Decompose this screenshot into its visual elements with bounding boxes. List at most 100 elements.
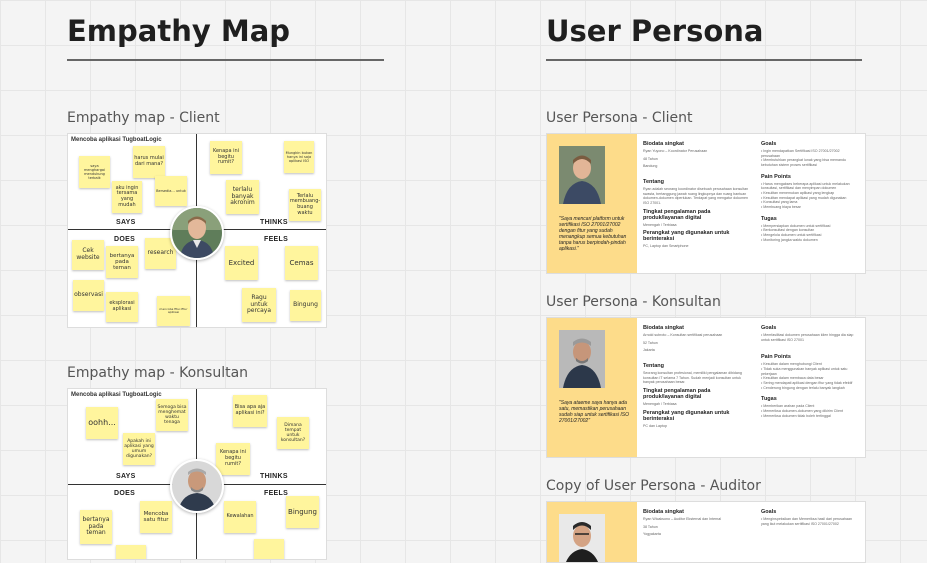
sticky-note[interactable]: Bingung (286, 496, 319, 528)
persona-photo (559, 146, 605, 204)
sticky-note[interactable]: research (145, 238, 176, 269)
persona-bio-column: Biodata singkat Ryan Wicaksono – Auditor… (637, 502, 755, 562)
empathy-map-divider (67, 59, 384, 61)
sticky-note[interactable]: oohh... (86, 407, 118, 439)
persona-sidebar (547, 502, 637, 562)
persona-konsultan-label: User Persona - Konsultan (546, 294, 721, 310)
sticky-note[interactable]: bertanya pada teman (106, 246, 138, 278)
label-feels: FEELS (264, 490, 289, 497)
device-heading: Perangkat yang digunakan untuk berintera… (643, 230, 730, 243)
persona-bio-column: Biodata singkat Ryan Yuyono – Koordinato… (637, 134, 755, 273)
experience-text: Menengah / Terbiasa (643, 402, 677, 407)
bio-heading: Biodata singkat (643, 325, 684, 331)
task-item: Berkonsultasi dengan konsultan (761, 228, 859, 233)
label-feels: FEELS (264, 236, 289, 243)
empathy-map-konsultan-label: Empathy map - Konsultan (67, 365, 249, 381)
sticky-note[interactable]: Dimana tempat untuk konsultan? (277, 417, 309, 449)
bio-heading: Biodata singkat (643, 509, 684, 515)
sticky-note[interactable]: aku ingin tersama yang mudah (112, 181, 142, 213)
about-heading: Tentang (643, 179, 664, 186)
sticky-note[interactable]: Bingung (290, 290, 321, 321)
bio-name: Ryan Yuyono – Koordinator Perusahaan (643, 149, 708, 153)
task-item: Mempersiapkan dokumen untuk sertifikasi (761, 224, 859, 229)
about-text: Seorang konsultan profesional, memiliki … (643, 371, 742, 385)
about-text: Ryan adalah seorang koordinator disebuah… (643, 187, 749, 206)
sticky-note[interactable]: terlalu banyak akronim (226, 180, 259, 214)
persona-card-konsultan[interactable]: "Saya ataeme saya hanya ada satu, memast… (546, 317, 866, 458)
pain-heading: Pain Points (761, 173, 791, 180)
empathy-map-client-label: Empathy map - Client (67, 110, 220, 126)
empathy-board-konsultan[interactable]: Mencoba aplikasi TugboatLogic SAYS THINK… (67, 388, 327, 560)
sticky-note[interactable]: Kenapa ini begitu rumit? (210, 141, 242, 174)
bio-age: 52 Tahun (643, 340, 658, 345)
sticky-note[interactable]: Mencoba satu fitur (140, 501, 172, 533)
persona-quote: "Saya mencari platform untuk sertifikasi… (559, 216, 627, 252)
sticky-note[interactable]: Cemas (285, 246, 318, 280)
tasks-heading: Tugas (761, 215, 777, 222)
sticky-note[interactable]: observasi (73, 280, 104, 311)
goal-item: Membutuhkan perangkat lunak yang bisa me… (761, 158, 859, 167)
experience-heading: Tingkat pengalaman pada produk/layanan d… (643, 388, 711, 401)
persona-card-client[interactable]: "Saya mencari platform untuk sertifikasi… (546, 133, 866, 274)
persona-photo (559, 330, 605, 388)
bio-age: 38 Tahun (643, 524, 658, 529)
empathy-map-heading: Empathy Map (67, 14, 291, 48)
bio-city: Yogyakarta (643, 532, 661, 537)
device-heading: Perangkat yang digunakan untuk berintera… (643, 409, 730, 422)
label-does: DOES (114, 490, 136, 497)
sticky-note[interactable]: harus mulai dari mana? (133, 146, 165, 178)
sticky-note[interactable]: Kenapa ini begitu rumit? (216, 443, 250, 475)
sticky-note[interactable]: Excited (225, 246, 258, 280)
sticky-note[interactable] (254, 539, 284, 559)
goal-item: Memfasilitasi dokumen perusahaan klien h… (761, 333, 859, 342)
sticky-note[interactable]: Terlalu membuang-buang waktu (289, 189, 321, 221)
experience-heading: Tingkat pengalaman pada produk/layanan d… (643, 208, 711, 221)
sticky-note[interactable]: Kewalahan (224, 501, 256, 533)
sticky-note[interactable]: Bisa apa aja aplikasi ini? (233, 395, 267, 427)
goals-heading: Goals (761, 325, 777, 331)
avatar (170, 459, 224, 513)
persona-quote: "Saya ataeme saya hanya ada satu, memast… (559, 400, 630, 424)
task-item: Memeriksa dokumen tidak boleh tertinggal (761, 414, 859, 419)
pain-item: Membuang biaya besar (761, 205, 859, 210)
sticky-note[interactable]: Apakah ini aplikasi yang umum digunakan? (123, 433, 155, 465)
pain-item: Cenderung bingung dengan terlalu banyak … (761, 386, 859, 391)
sticky-note[interactable]: Ragu untuk percaya (242, 288, 276, 322)
device-text: PC, Laptop dan Smartphone (643, 244, 689, 249)
sticky-note[interactable]: Cek website (72, 240, 104, 270)
persona-goals-column: Goals Ingin mendapatkan Sertifikasi ISO … (755, 134, 865, 273)
bio-name: Ryan Wicaksono – Auditor Eksternal dan I… (643, 517, 722, 521)
sticky-note[interactable]: mencoba fitur-fitur aplikasi (157, 296, 190, 326)
task-item: Memeriksa dokumen-dokumen yang dikirim C… (761, 409, 859, 414)
sticky-note[interactable] (116, 545, 146, 559)
pain-heading: Pain Points (761, 354, 791, 361)
persona-client-label: User Persona - Client (546, 110, 693, 126)
board-title: Mencoba aplikasi TugboatLogic (71, 137, 162, 143)
task-item: Memberikan arahan pada Client (761, 404, 859, 409)
goals-heading: Goals (761, 141, 777, 147)
pain-item: Konsultasi yang lama (761, 200, 859, 205)
sticky-note[interactable]: Semoga bisa menghemat waktu tenaga (156, 399, 188, 431)
sticky-note[interactable]: Mungkin bukan hanya ini saja aplikasi IS… (284, 141, 314, 173)
empathy-board-client[interactable]: Mencoba aplikasi TugboatLogic SAYS THINK… (67, 133, 327, 328)
pain-item: Harus mengakses beberapa aplikasi untuk … (761, 182, 859, 191)
about-heading: Tentang (643, 363, 664, 370)
sticky-note[interactable]: bertanya pada teman (80, 510, 112, 544)
goal-item: Ingin mendapatkan Sertifikasi ISO 27001/… (761, 149, 859, 158)
label-thinks: THINKS (260, 473, 288, 480)
sticky-note[interactable]: Bersedia... untuk (155, 176, 187, 206)
persona-sidebar: "Saya mencari platform untuk sertifikasi… (547, 134, 637, 273)
sticky-note[interactable]: eksplorasi aplikasi (106, 292, 138, 322)
sticky-note[interactable]: saya menghargai mendukung terbaik (79, 156, 110, 188)
avatar (170, 206, 224, 260)
pain-item: Kesulitan mendapat aplikasi yang mudah d… (761, 196, 859, 201)
user-persona-heading: User Persona (546, 14, 764, 48)
label-thinks: THINKS (260, 219, 288, 226)
label-says: SAYS (116, 219, 136, 226)
persona-card-auditor[interactable]: Biodata singkat Ryan Wicaksono – Auditor… (546, 501, 866, 563)
bio-age: 48 Tahun (643, 156, 658, 161)
goals-heading: Goals (761, 509, 777, 515)
persona-auditor-label: Copy of User Persona - Auditor (546, 478, 761, 494)
tasks-heading: Tugas (761, 396, 777, 403)
persona-bio-column: Biodata singkat Arnold subroto – Konsult… (637, 318, 755, 457)
